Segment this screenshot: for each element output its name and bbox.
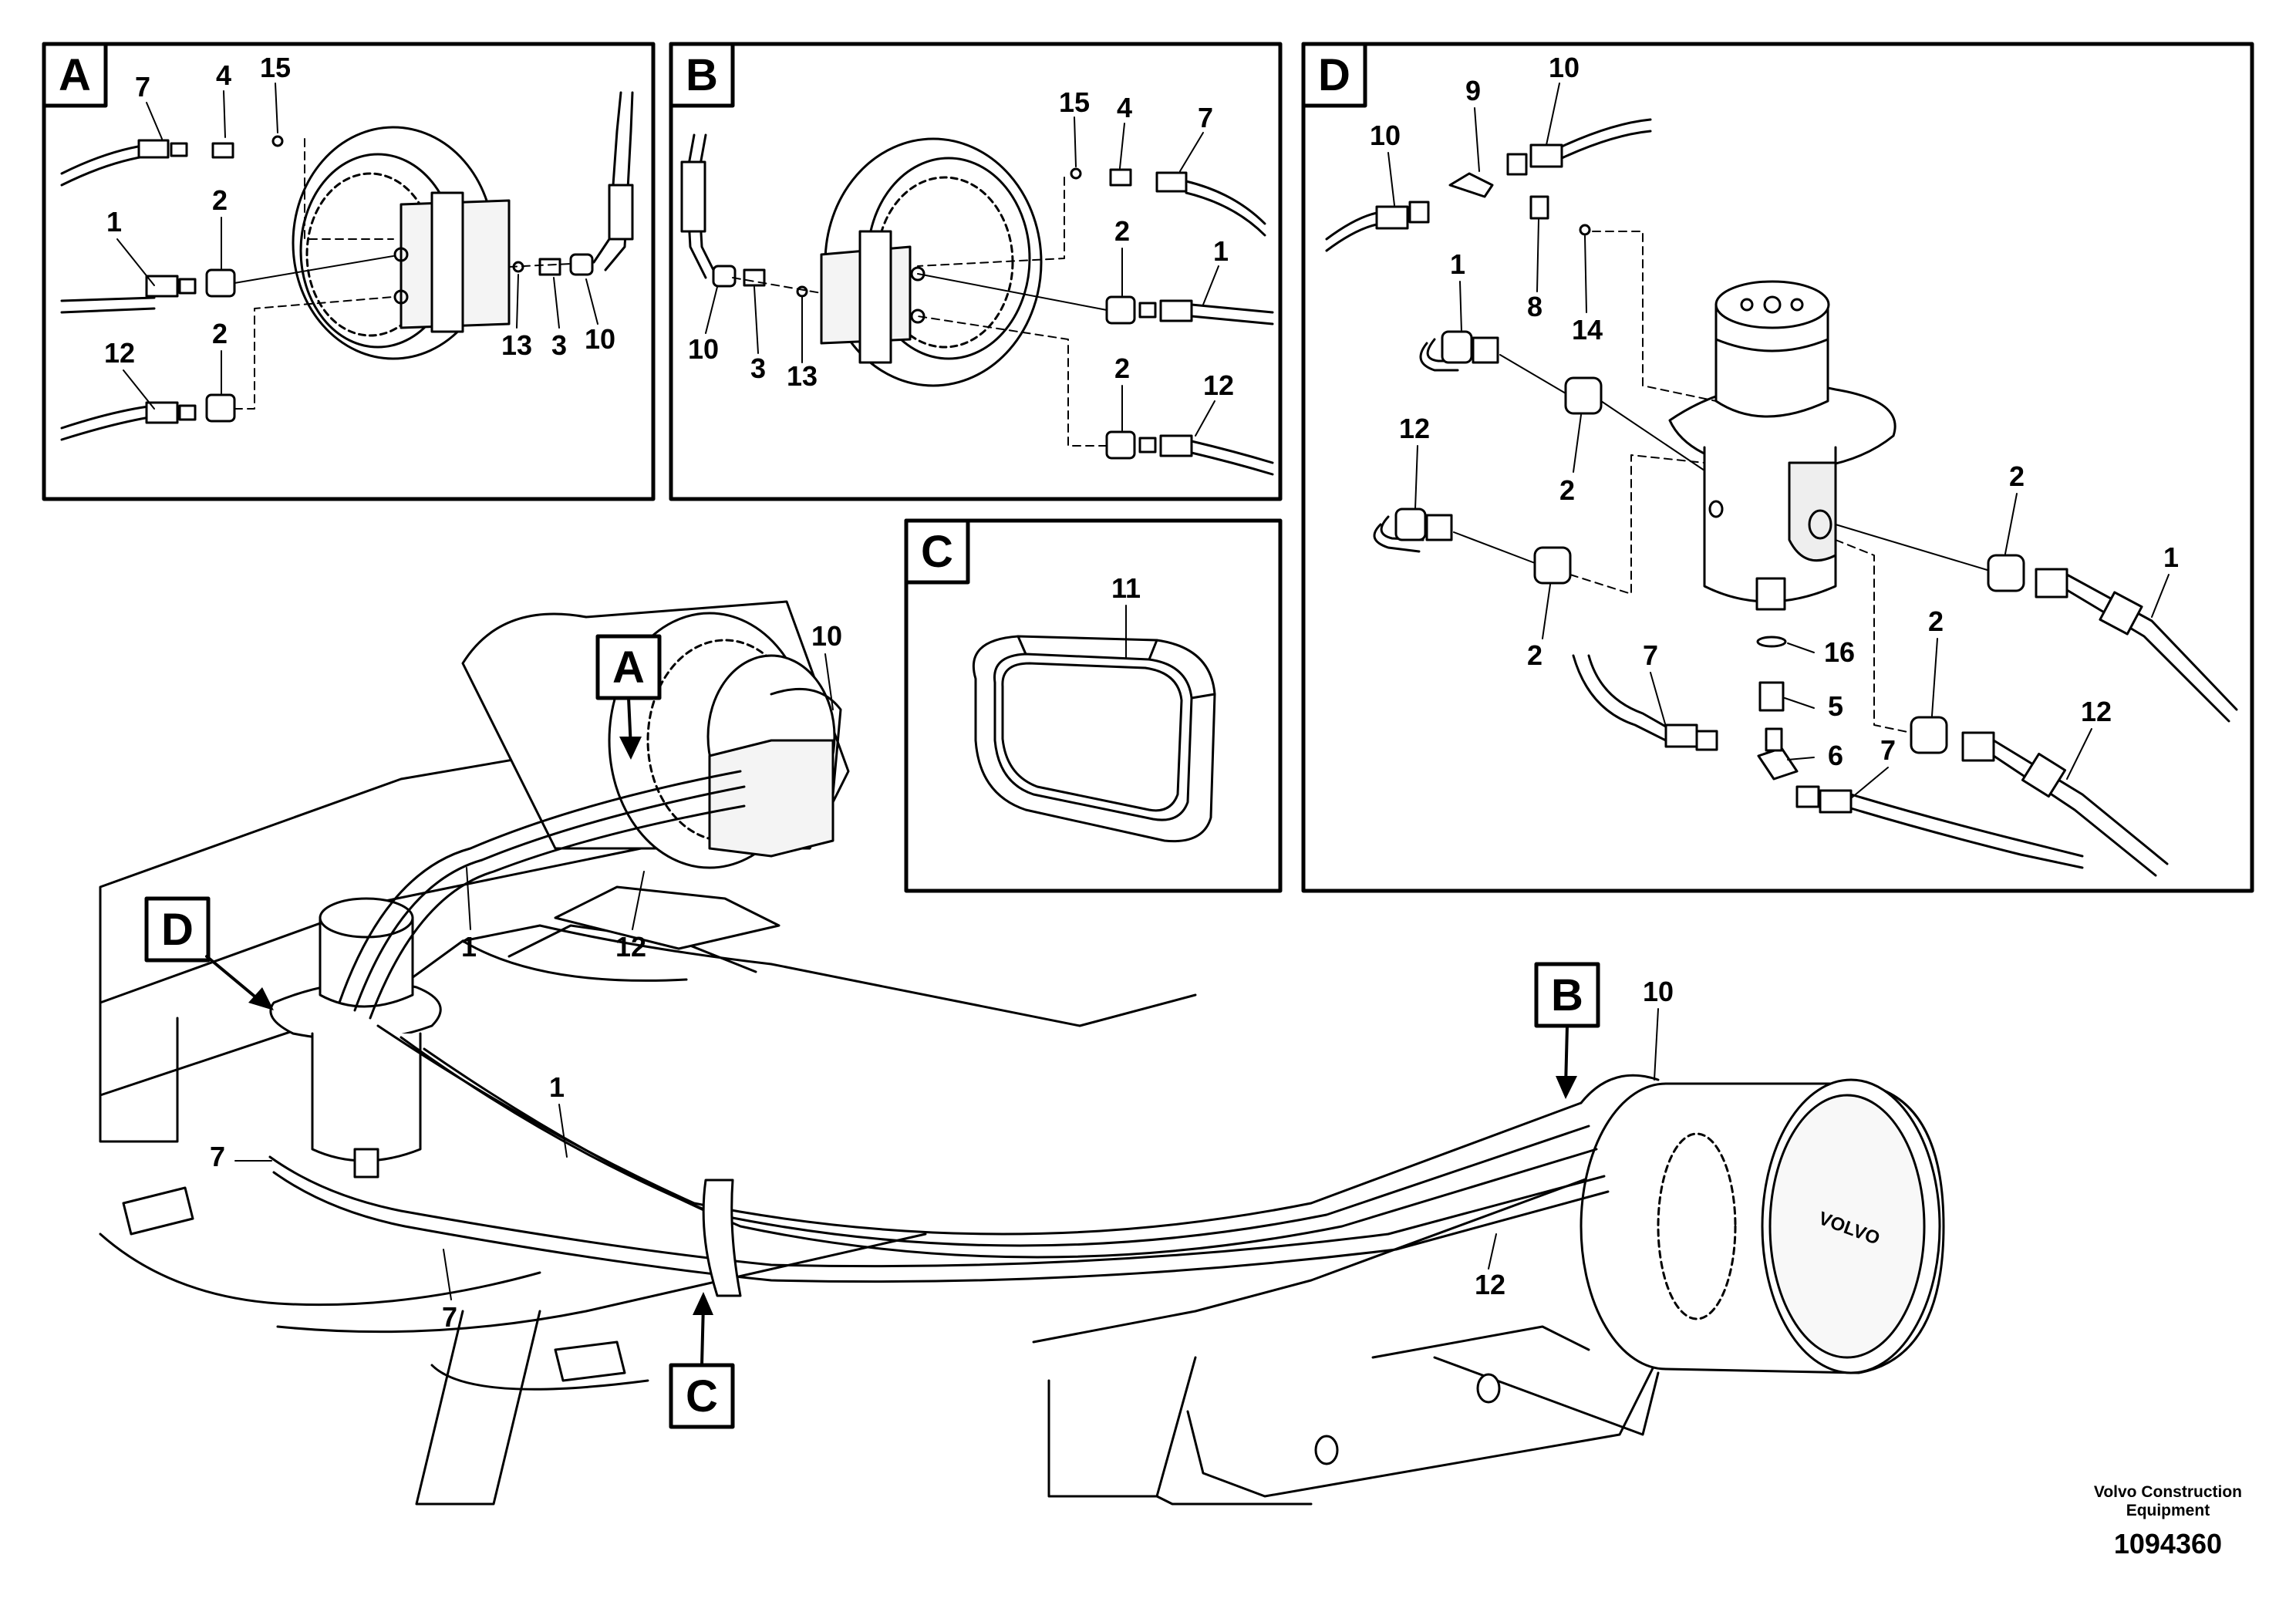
panel-d-hoses (1325, 118, 2238, 877)
callout-d-10-right: 10 (1549, 52, 1580, 83)
organization-name-line2: Equipment (2126, 1502, 2210, 1519)
callout-b-1: 1 (1213, 235, 1229, 267)
callout-d-14: 14 (1572, 314, 1603, 346)
callout-d-5: 5 (1828, 690, 1843, 722)
document-number: 1094360 (2113, 1528, 2223, 1560)
callout-a-10: 10 (585, 323, 615, 355)
callout-d-2-upper-left: 2 (1559, 474, 1575, 506)
callout-b-12: 12 (1203, 369, 1234, 401)
callout-b-2-upper: 2 (1114, 215, 1130, 247)
callout-b-13: 13 (787, 360, 818, 392)
callout-d-6: 6 (1828, 740, 1843, 771)
main-pointer-labels: A B C D (144, 634, 1600, 1429)
pointer-label-b: B (1551, 970, 1583, 1020)
main-callout-12-upper: 12 (615, 931, 646, 963)
callout-d-1: 1 (1450, 248, 1465, 280)
clamp-part-11 (972, 635, 1216, 843)
main-callouts: 10 1 12 7 7 1 10 12 (210, 620, 1674, 1333)
callout-b-10: 10 (688, 333, 719, 365)
main-callout-7-left: 7 (210, 1141, 225, 1172)
callout-a-2-upper: 2 (212, 184, 228, 216)
panel-b-callouts: 15 4 7 10 3 13 2 1 2 12 (688, 86, 1234, 401)
callout-a-7: 7 (135, 71, 150, 103)
panel-a-hoses (60, 91, 634, 441)
callout-a-3: 3 (551, 329, 567, 361)
pointer-label-d: D (161, 905, 194, 955)
callout-b-4: 4 (1117, 92, 1132, 123)
callout-a-1: 1 (106, 206, 122, 238)
callout-a-2-lower: 2 (212, 318, 228, 349)
main-callout-10-lower: 10 (1643, 976, 1674, 1007)
callout-c-11: 11 (1111, 572, 1141, 604)
panel-a: A (42, 42, 656, 501)
callout-d-9: 9 (1465, 75, 1481, 106)
callout-d-2-lower-left: 2 (1527, 639, 1542, 671)
callout-d-1-right: 1 (2163, 541, 2179, 573)
panel-a-label: A (59, 50, 91, 100)
callout-d-7-left: 7 (1643, 639, 1658, 671)
callout-d-2-right: 2 (2009, 460, 2025, 492)
callout-a-4: 4 (216, 59, 231, 91)
callout-a-13: 13 (501, 329, 532, 361)
callout-a-12: 12 (104, 337, 135, 369)
callout-d-12-right: 12 (2081, 696, 2112, 727)
panel-b: B (669, 42, 1283, 501)
callout-b-3: 3 (750, 352, 766, 384)
callout-a-15: 15 (260, 52, 291, 83)
panel-c-label: C (921, 527, 953, 577)
panel-d-callouts: 9 10 10 1 8 14 12 2 2 2 16 5 6 7 7 2 12 … (1370, 52, 2179, 771)
panel-a-callouts: 7 4 15 1 2 12 2 13 3 10 (104, 52, 615, 369)
panel-c: C 11 (904, 518, 1283, 893)
organization-name-line1: Volvo Construction (2093, 1483, 2242, 1501)
panel-d-label: D (1318, 50, 1350, 100)
main-callout-7-lower: 7 (442, 1301, 457, 1333)
pointer-label-c: C (686, 1371, 718, 1421)
panel-d-swivel-joint (1668, 280, 1896, 611)
pointer-label-a: A (612, 642, 645, 693)
callout-b-7: 7 (1198, 102, 1213, 133)
callout-d-8: 8 (1527, 291, 1542, 322)
main-callout-12-lower: 12 (1475, 1269, 1505, 1300)
callout-b-2-lower: 2 (1114, 352, 1130, 384)
callout-d-10-left: 10 (1370, 120, 1401, 151)
panel-b-label: B (686, 50, 718, 100)
panel-d: D (1301, 42, 2254, 893)
callout-d-12-left: 12 (1399, 413, 1430, 444)
callout-d-2-lower-right: 2 (1928, 605, 1944, 637)
panel-b-motor (820, 137, 1043, 387)
callout-d-7-right: 7 (1880, 734, 1896, 766)
main-callout-1-lower: 1 (549, 1071, 565, 1103)
panel-a-motor (292, 126, 511, 360)
callout-d-16: 16 (1824, 636, 1855, 668)
callout-b-15: 15 (1059, 86, 1090, 118)
main-callout-1-upper: 1 (461, 931, 477, 963)
main-callout-10-upper: 10 (811, 620, 842, 652)
footer-brand: Volvo Construction Equipment 1094360 (2094, 1483, 2242, 1560)
panel-b-hoses (680, 133, 1274, 476)
